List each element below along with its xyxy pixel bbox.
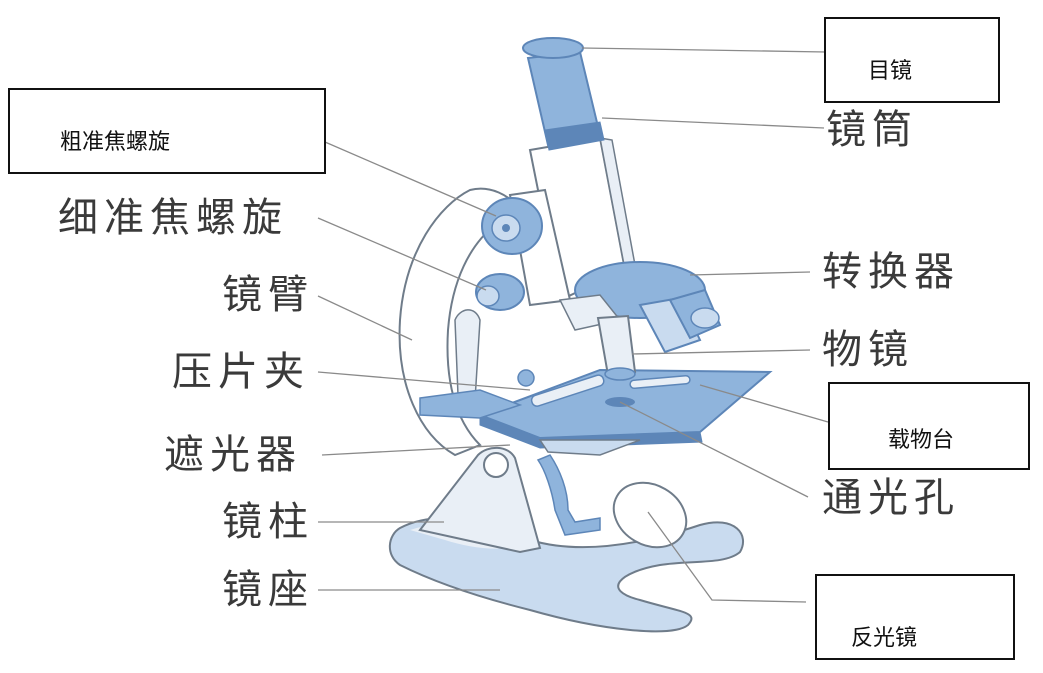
leader-stage (699, 384, 829, 423)
stage-left-block (419, 389, 523, 419)
coarse-focus-center (502, 224, 510, 232)
label-clip: 压片夹 (172, 349, 310, 395)
clip-post (517, 369, 535, 387)
leader-tube (601, 117, 825, 129)
label-aperture: 通光孔 (822, 475, 960, 521)
microscope-pillar (418, 446, 542, 554)
leader-clip (317, 371, 531, 391)
stage-underside (538, 439, 641, 456)
box-mirror-text: 反光镜 (851, 626, 918, 651)
eyepiece-top (522, 37, 584, 59)
objective-lens-tip (604, 367, 636, 381)
eyepiece-ring (544, 121, 605, 151)
label-nosepiece: 转换器 (822, 249, 960, 295)
stage-clip-left (530, 374, 605, 407)
leader-aperture (619, 401, 809, 498)
stage-clip-right (629, 374, 691, 390)
box-coarse-focus: 粗准焦螺旋 (8, 88, 326, 174)
objective-lens-main (596, 314, 637, 377)
fine-focus-knob-face (476, 285, 500, 307)
leader-arm (317, 295, 413, 341)
leader-mirror (647, 511, 807, 603)
leader-nosepiece (689, 271, 811, 276)
label-diaphragm: 遮光器 (164, 432, 302, 478)
label-arm: 镜臂 (222, 272, 314, 318)
leader-fine-focus (317, 217, 487, 291)
label-tube: 镜筒 (826, 107, 918, 153)
box-stage: 载物台 (828, 382, 1030, 470)
box-eyepiece: 目镜 (824, 17, 1000, 103)
objective-lens-side-2-tip (690, 307, 720, 329)
pillar-pivot (483, 452, 509, 478)
box-stage-text: 载物台 (888, 428, 955, 453)
label-objective: 物镜 (822, 327, 914, 373)
leader-coarse-focus (324, 141, 497, 217)
box-coarse-focus-text: 粗准焦螺旋 (60, 130, 171, 155)
leader-diaphragm (321, 444, 511, 456)
label-pillar: 镜柱 (222, 499, 314, 545)
leader-eyepiece (581, 47, 827, 53)
label-base: 镜座 (222, 567, 314, 613)
mirror-stem (536, 454, 601, 536)
box-mirror: 反光镜 (815, 574, 1015, 660)
stage-front-edge (479, 414, 703, 449)
label-fine-focus: 细准焦螺旋 (58, 195, 288, 241)
leader-objective (631, 349, 811, 355)
box-eyepiece-text: 目镜 (868, 59, 913, 84)
